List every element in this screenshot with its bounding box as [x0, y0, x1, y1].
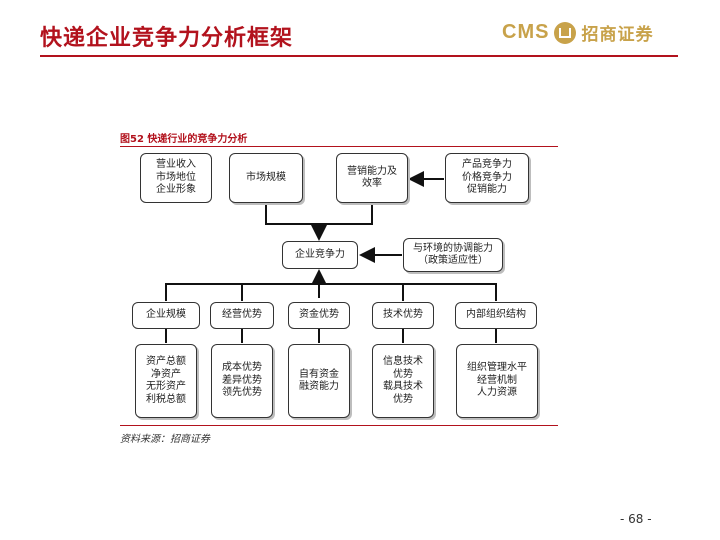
node-assets-detail: 资产总额 净资产 无形资产 利税总额 [135, 344, 197, 418]
title-divider [40, 55, 678, 57]
node-funds-detail: 自有资金 融资能力 [288, 344, 350, 418]
node-operation-advantage: 经营优势 [210, 302, 274, 329]
logo-company-name: 招商证券 [581, 25, 654, 45]
node-tech-detail: 信息技术 优势 载具技术 优势 [372, 344, 434, 418]
node-marketing-ability: 营销能力及 效率 [336, 153, 408, 203]
figure-source: 资料来源：招商证券 [120, 434, 210, 445]
node-enterprise-competitiveness: 企业竞争力 [282, 241, 358, 269]
node-market-scale: 市场规模 [229, 153, 303, 203]
node-product-competitiveness: 产品竞争力 价格竞争力 促销能力 [445, 153, 529, 203]
node-revenue-position: 营业收入 市场地位 企业形象 [140, 153, 212, 203]
page-title: 快递企业竞争力分析框架 [40, 26, 294, 51]
node-tech-advantage: 技术优势 [372, 302, 434, 329]
node-enterprise-scale: 企业规模 [132, 302, 200, 329]
page-number: - 68 - [620, 512, 652, 526]
logo-text: CMS [502, 21, 550, 43]
figure-caption: 图52 快递行业的竞争力分析 [120, 134, 248, 145]
figure-bottom-rule [120, 425, 558, 426]
node-internal-structure: 内部组织结构 [455, 302, 537, 329]
node-environment-coordination: 与环境的协调能力 （政策适应性） [403, 238, 503, 272]
figure-top-rule [120, 146, 558, 147]
logo-seal-icon [554, 21, 577, 44]
node-cost-detail: 成本优势 差异优势 领先优势 [211, 344, 273, 418]
node-org-detail: 组织管理水平 经营机制 人力资源 [456, 344, 538, 418]
node-capital-advantage: 资金优势 [288, 302, 350, 329]
cms-logo: CMS 招商证券 [502, 20, 653, 45]
